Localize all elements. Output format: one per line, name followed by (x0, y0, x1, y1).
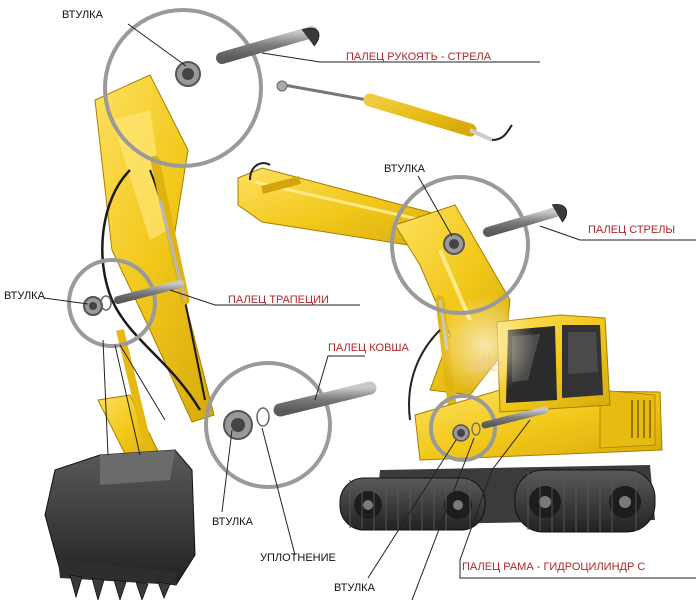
label-vtulka-top: ВТУЛКА (62, 9, 103, 21)
bucket (44, 449, 196, 600)
circle-arm-boom-joint (103, 8, 263, 168)
circle-bucket-pin (204, 361, 332, 489)
circle-frame-pin (429, 394, 497, 462)
arm-cylinder (276, 80, 513, 142)
label-palec-kovsha: ПАЛЕЦ КОВША (328, 342, 409, 354)
label-vtulka-bottom: ВТУЛКА (212, 516, 253, 528)
raised-arm (94, 74, 215, 461)
watermark-text: olla (468, 351, 503, 376)
magnifier-circles (67, 8, 530, 489)
leader-lines (43, 23, 696, 600)
pins (83, 26, 568, 442)
label-palec-rama: ПАЛЕЦ РАМА - ГИДРОЦИЛИНДР С (462, 561, 646, 573)
circle-boom-pin (390, 175, 530, 315)
excavator-machine (237, 162, 663, 533)
label-vtulka-bottom2: ВТУЛКА (334, 582, 375, 594)
label-palec-strely: ПАЛЕЦ СТРЕЛЫ (588, 224, 676, 236)
label-palec-trapecii: ПАЛЕЦ ТРАПЕЦИИ (228, 294, 329, 306)
label-uplotnenie: УПЛОТНЕНИЕ (260, 552, 336, 564)
circle-trapeze-pin (67, 258, 157, 348)
label-palec-rukoyat-strela: ПАЛЕЦ РУКОЯТЬ - СТРЕЛА (346, 51, 492, 63)
label-vtulka-left: ВТУЛКА (4, 290, 45, 302)
label-vtulka-boom: ВТУЛКА (384, 163, 425, 175)
